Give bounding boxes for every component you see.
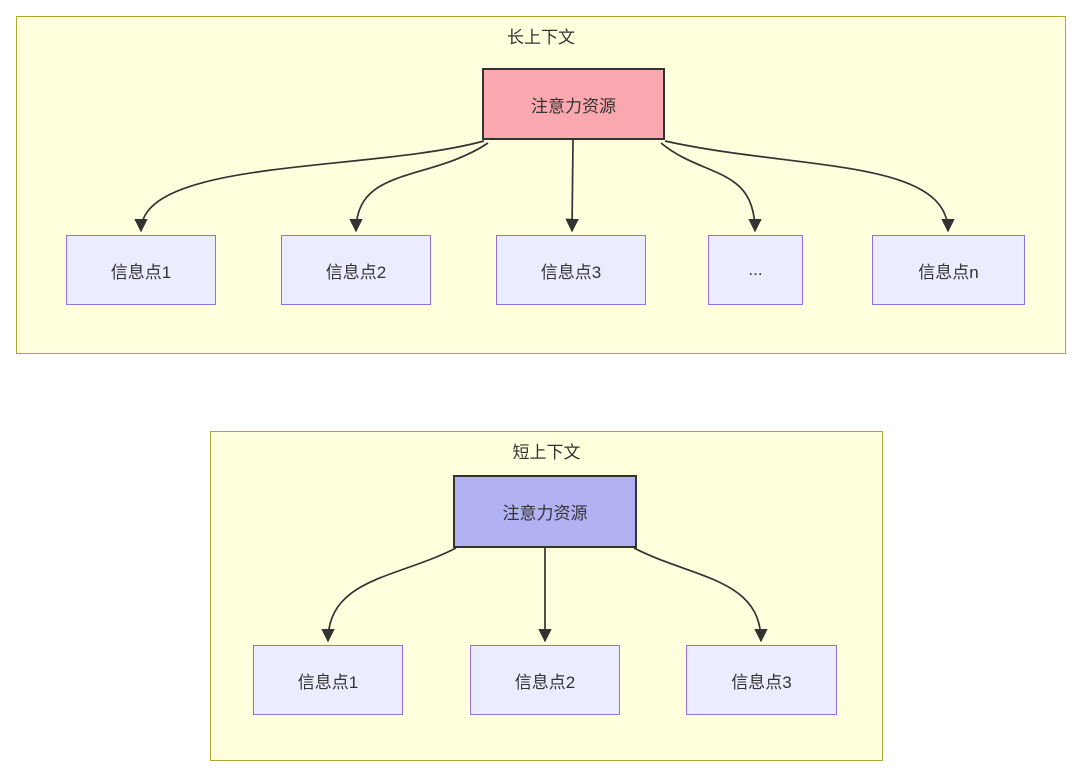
long-attention-node: 注意力资源 bbox=[482, 68, 665, 140]
long-info-node-dots: ... bbox=[708, 235, 803, 305]
long-info-node-n: 信息点n bbox=[872, 235, 1025, 305]
short-info-node-1: 信息点1 bbox=[253, 645, 403, 715]
long-info-node-2: 信息点2 bbox=[281, 235, 431, 305]
long-info-node-1: 信息点1 bbox=[66, 235, 216, 305]
short-info-node-3: 信息点3 bbox=[686, 645, 837, 715]
long-info-node-3: 信息点3 bbox=[496, 235, 646, 305]
long-context-title: 长上下文 bbox=[507, 28, 575, 47]
short-context-title: 短上下文 bbox=[512, 443, 581, 462]
short-attention-node: 注意力资源 bbox=[453, 475, 637, 548]
short-info-node-2: 信息点2 bbox=[470, 645, 620, 715]
